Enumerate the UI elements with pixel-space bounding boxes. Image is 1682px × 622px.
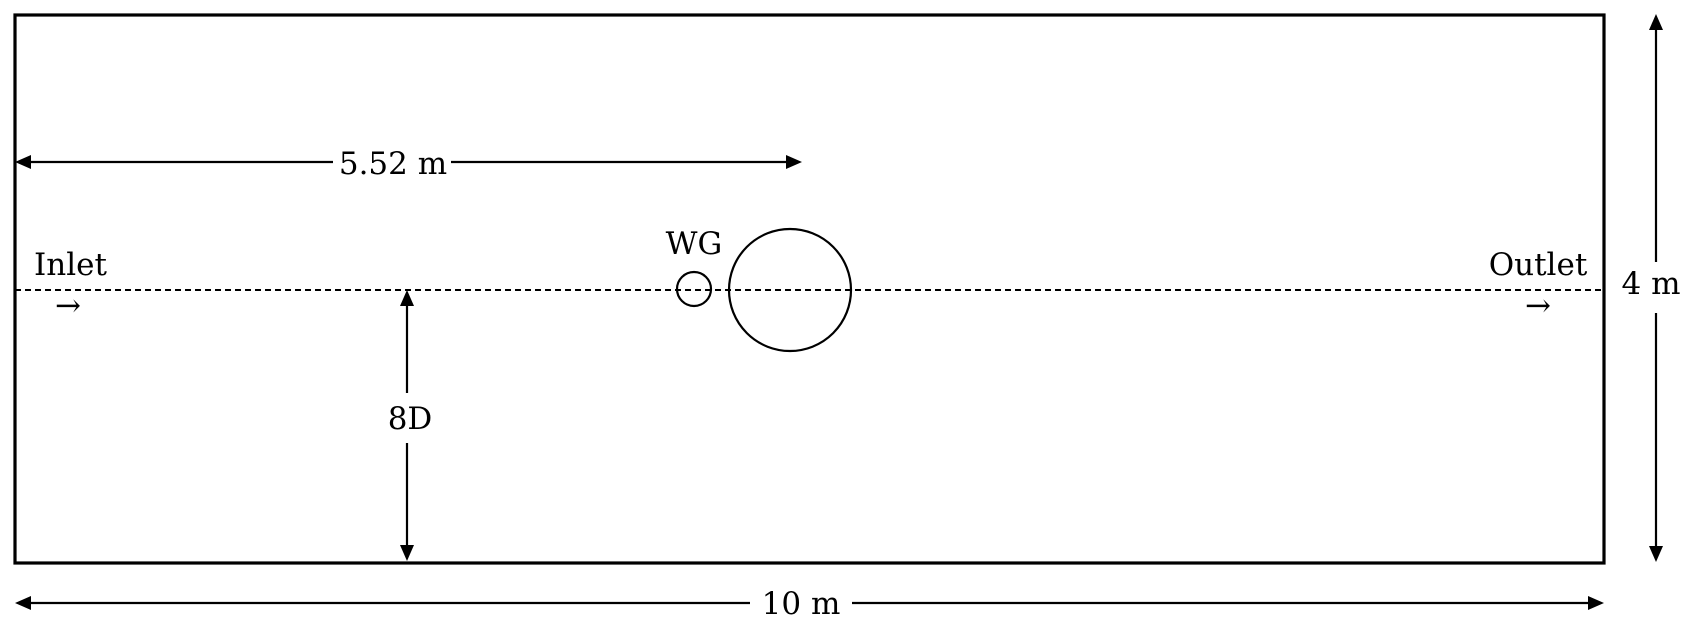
arrowhead-up <box>400 290 414 306</box>
arrowhead-down <box>1649 546 1663 562</box>
outlet-flow-arrow: → <box>1525 288 1551 324</box>
dimension-4m: 4 m <box>1622 14 1681 562</box>
dimension-5-52m: 5.52 m <box>15 146 802 182</box>
dimension-5-52m-label: 5.52 m <box>339 146 447 182</box>
dimension-8d-label: 8D <box>388 401 433 437</box>
arrowhead-right <box>1588 596 1604 610</box>
wave-gauge-circle <box>675 270 713 308</box>
cylinder-circle <box>727 227 853 353</box>
arrowhead-left <box>15 155 31 169</box>
inlet-label: Inlet <box>34 247 107 283</box>
arrowhead-right <box>786 155 802 169</box>
inlet-flow-arrow: → <box>55 288 81 324</box>
dimension-10m: 10 m <box>15 586 1604 622</box>
arrowhead-up <box>1649 14 1663 30</box>
wave-gauge-label: WG <box>666 226 723 262</box>
arrowhead-down <box>400 545 414 561</box>
dimension-8d: 8D <box>388 290 433 561</box>
outlet-label: Outlet <box>1489 247 1588 283</box>
arrowhead-left <box>15 596 31 610</box>
dimension-4m-label: 4 m <box>1622 266 1681 302</box>
dimension-10m-label: 10 m <box>762 586 841 622</box>
